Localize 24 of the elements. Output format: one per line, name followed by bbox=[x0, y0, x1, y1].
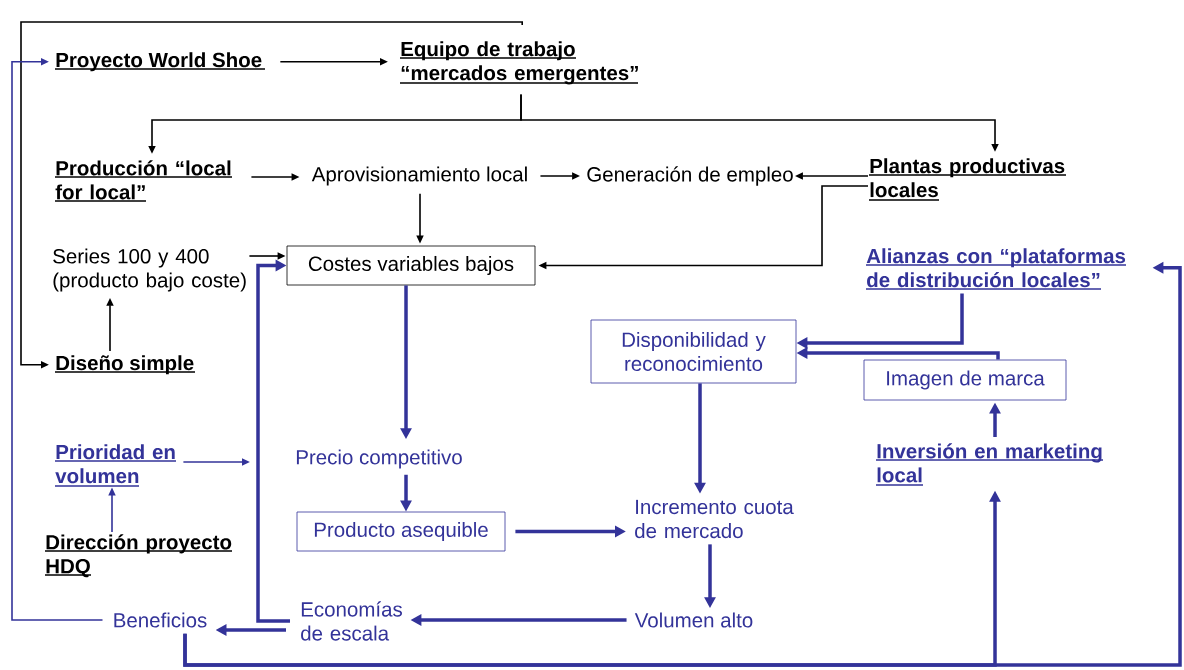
underlined-label: Dirección proyecto HDQ bbox=[44, 534, 233, 578]
text-label: Series 100 y 400 (producto bajo coste) bbox=[53, 248, 246, 292]
text-label: Precio competitivo bbox=[296, 449, 462, 469]
process-box: Costes variables bajos bbox=[286, 245, 536, 286]
process-box: Disponibilidad y reconocimiento bbox=[590, 319, 797, 384]
underlined-label: Inversión en marketing local bbox=[875, 443, 1104, 486]
text-label: Generación de empleo bbox=[587, 166, 793, 186]
underlined-label: Alianzas con “plataformas de distribución locales” bbox=[865, 248, 1127, 290]
text-label: Volumen alto bbox=[634, 612, 753, 628]
arrow bbox=[256, 259, 290, 623]
underlined-label: Prioridad en volumen bbox=[54, 444, 177, 487]
underlined-label: Diseño simple bbox=[54, 355, 196, 375]
underlined-label: Proyecto World Shoe bbox=[54, 52, 266, 72]
text-label: Aprovisionamiento local bbox=[311, 166, 527, 186]
process-box: Producto asequible bbox=[296, 511, 506, 552]
text-label: Beneficios bbox=[114, 612, 207, 628]
underlined-label: Plantas productivas locales bbox=[868, 158, 1067, 201]
process-box: Imagen de marca bbox=[863, 359, 1067, 401]
text-label: Incremento cuota de mercado bbox=[635, 499, 794, 539]
text-label: Economías de escala bbox=[301, 601, 402, 641]
underlined-label: Producción “local for local” bbox=[54, 160, 233, 202]
arrow bbox=[11, 58, 104, 621]
underlined-label: Equipo de trabajo “mercados emergentes” bbox=[399, 41, 639, 85]
arrow bbox=[20, 21, 523, 369]
